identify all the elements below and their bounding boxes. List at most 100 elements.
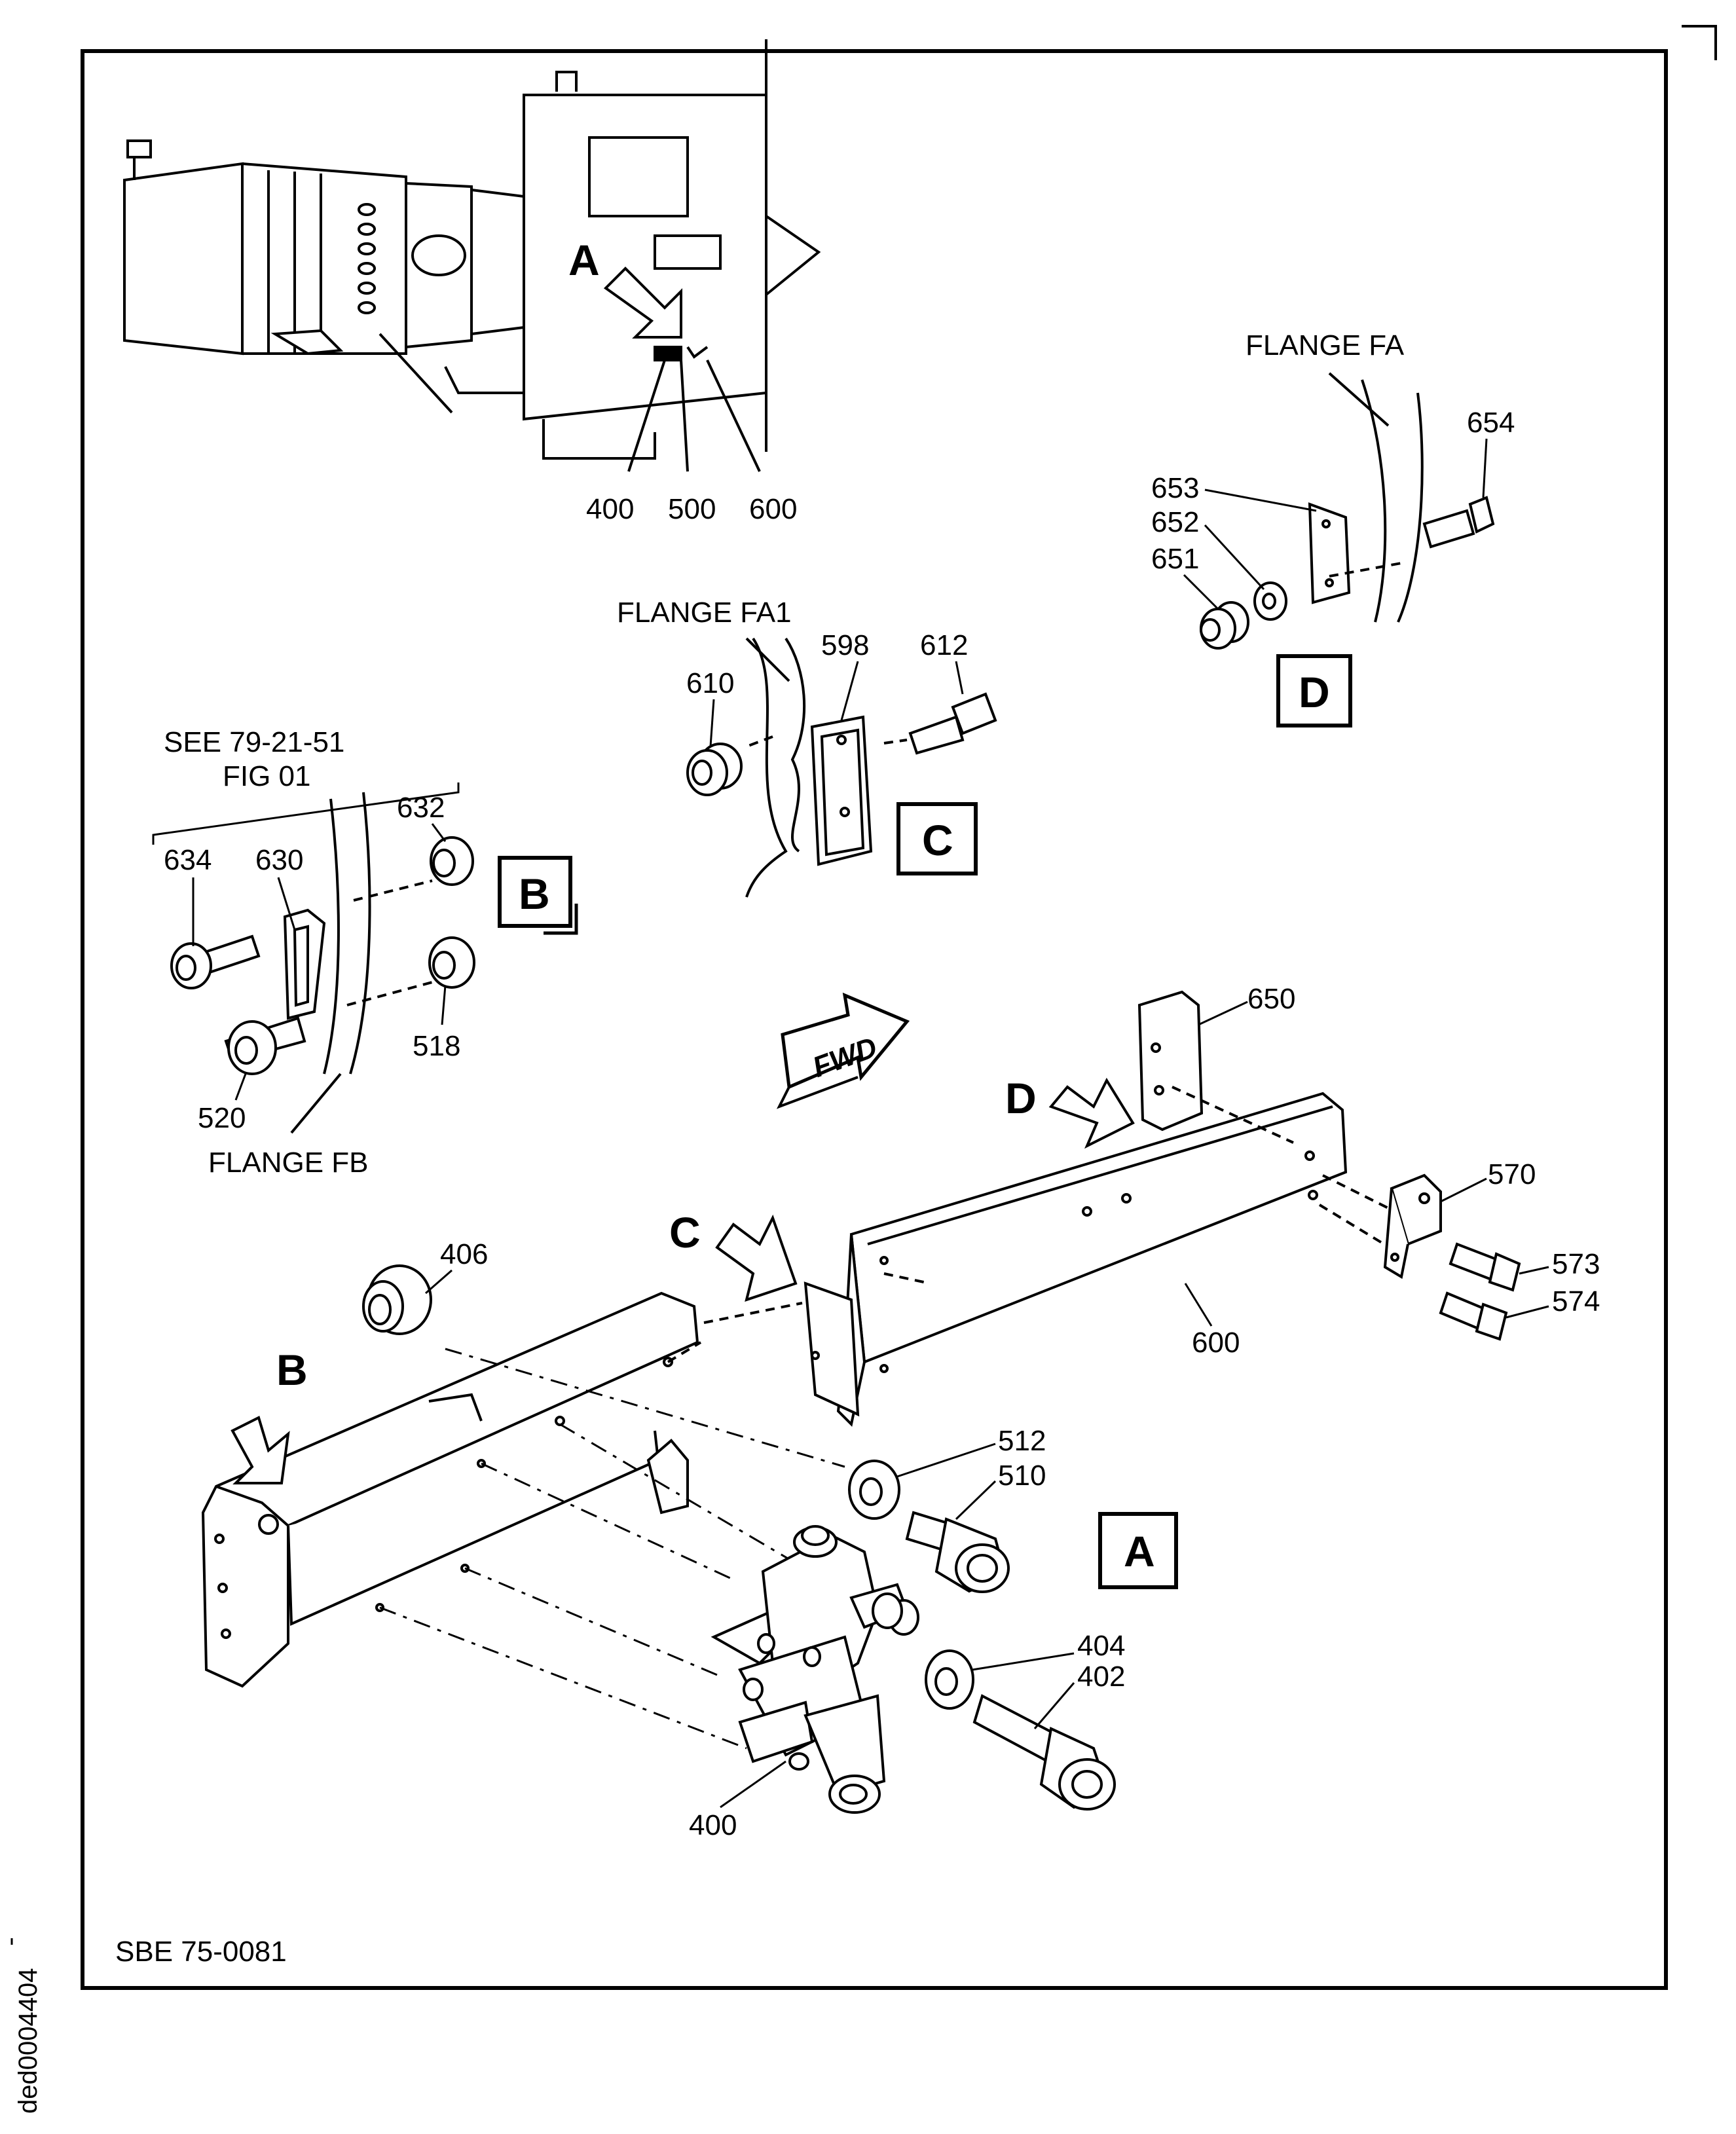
callout-600: 600 (1192, 1327, 1240, 1359)
support-600 (803, 1086, 1396, 1427)
arrow-d (1048, 1077, 1135, 1149)
callout-500: 500 (668, 493, 716, 525)
callout-406: 406 (440, 1238, 488, 1270)
arrow-c-letter: C (669, 1208, 701, 1257)
leader-402 (1033, 1682, 1075, 1729)
callout-400-top: 400 (586, 493, 634, 525)
callout-404: 404 (1077, 1630, 1125, 1662)
bolt-510 (905, 1511, 1010, 1593)
leader-570 (1440, 1177, 1487, 1203)
see-ref-line1: SEE 79-21-51 (164, 726, 344, 758)
callout-651: 651 (1151, 543, 1199, 575)
flange-fa-bracket (1308, 372, 1495, 623)
arrow-d-letter: D (1005, 1074, 1037, 1122)
engine-overview (123, 39, 821, 472)
bolt-573 (1449, 1242, 1521, 1292)
frame-bracket (201, 1291, 803, 1688)
callout-512: 512 (998, 1425, 1046, 1457)
centerline-406 (445, 1348, 845, 1468)
washer-512 (848, 1460, 900, 1520)
leader-652 (1204, 524, 1265, 591)
callout-400: 400 (689, 1809, 737, 1841)
nut-632 (430, 836, 474, 886)
valve-400 (711, 1525, 919, 1814)
leader-520 (234, 1073, 247, 1101)
callout-650: 650 (1247, 983, 1295, 1015)
washer-404 (925, 1649, 974, 1710)
callout-654: 654 (1467, 407, 1515, 439)
view-c-letter: C (922, 816, 953, 864)
leader-630 (277, 877, 296, 930)
callout-510: 510 (998, 1460, 1046, 1492)
callout-518: 518 (413, 1030, 460, 1062)
nut-610 (686, 743, 743, 796)
view-b-letter: B (519, 870, 550, 918)
bracket-650 (1137, 990, 1204, 1131)
leader-600 (1184, 1283, 1213, 1327)
callout-402: 402 (1077, 1661, 1125, 1693)
callout-574: 574 (1552, 1285, 1600, 1317)
leader-598 (840, 661, 859, 721)
view-b-box (498, 856, 572, 928)
callout-634: 634 (164, 844, 212, 876)
leader-653 (1204, 488, 1317, 512)
view-a-letter: A (1124, 1527, 1155, 1575)
callout-573: 573 (1552, 1248, 1600, 1280)
callout-600-top: 600 (749, 493, 797, 525)
arrow-a-small-letter: A (568, 236, 600, 284)
view-c-box (896, 802, 978, 875)
corner-mark (1682, 25, 1717, 60)
callout-612: 612 (920, 629, 968, 661)
see-ref-bracket (152, 782, 460, 845)
leader-612 (955, 661, 964, 695)
fwd-arrow (776, 992, 910, 1109)
leader-610 (709, 699, 715, 747)
leader-518 (441, 985, 447, 1025)
view-d-box (1276, 654, 1352, 727)
nut-406 (362, 1264, 432, 1335)
leader-406 (425, 1269, 452, 1295)
callout-630: 630 (255, 844, 303, 876)
callout-570: 570 (1488, 1158, 1536, 1190)
side-code-text: ded0004404 (14, 1968, 43, 2114)
nut-651 (1200, 601, 1249, 650)
figure-reference: SBE 75-0081 (115, 1936, 287, 1968)
flange-fb-label: FLANGE FB (208, 1147, 369, 1179)
callout-653: 653 (1151, 472, 1199, 504)
leader-650 (1198, 1001, 1248, 1026)
view-d-letter: D (1299, 668, 1330, 716)
see-ref-line2: FIG 01 (223, 760, 311, 792)
leader-573 (1519, 1266, 1549, 1275)
centerline-valve-2 (464, 1567, 721, 1678)
leader-404 (972, 1652, 1075, 1671)
view-b-box-corner (544, 904, 578, 935)
flange-fa-label: FLANGE FA (1246, 329, 1405, 361)
view-a-box (1098, 1512, 1178, 1589)
leader-651 (1183, 574, 1219, 610)
leader-510 (955, 1480, 997, 1520)
washer-652 (1253, 581, 1287, 621)
figure-frame (81, 49, 1668, 1990)
centerline-valve-3 (481, 1462, 731, 1579)
leader-654 (1482, 438, 1488, 498)
callout-610: 610 (686, 667, 734, 699)
callout-520: 520 (198, 1102, 246, 1134)
bolt-402 (972, 1694, 1116, 1811)
callout-652: 652 (1151, 506, 1199, 538)
callout-632: 632 (397, 792, 445, 824)
arrow-b (231, 1416, 290, 1484)
nut-518 (428, 936, 475, 989)
leader-512 (896, 1443, 996, 1478)
arrow-b-letter: B (276, 1346, 308, 1394)
arrow-a-small (603, 267, 682, 339)
bolt-574 (1439, 1291, 1508, 1341)
centerline-valve-4 (379, 1606, 747, 1750)
leader-574 (1505, 1305, 1549, 1319)
bolt-634-head (170, 942, 212, 989)
centerline-valve-1 (559, 1423, 800, 1566)
bracket-570 (1383, 1173, 1442, 1279)
flange-fa1-bracket (745, 637, 997, 898)
callout-598: 598 (821, 629, 869, 661)
arrow-c (715, 1214, 798, 1302)
